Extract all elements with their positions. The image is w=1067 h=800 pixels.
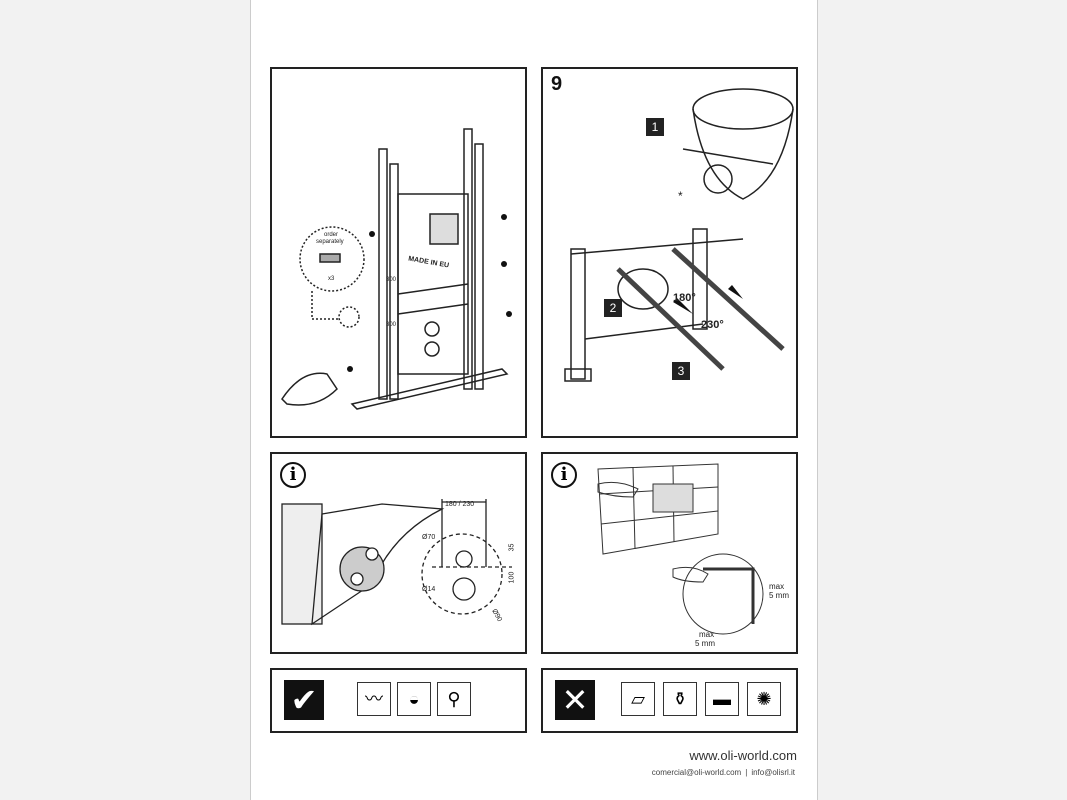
dim-lower: 300 xyxy=(386,322,397,328)
forbidden-cleaning-panel: ✕ ▱ ⚱ ▬ ✺ xyxy=(541,668,798,733)
soap-sponge-icon: ◒ xyxy=(397,682,431,716)
angle-230: 230° xyxy=(701,319,724,331)
info-tiles-panel: i max 5 mm max 5 mm xyxy=(541,452,798,654)
dim-100: 100 xyxy=(508,571,516,584)
tiles-illustration xyxy=(597,463,764,635)
info-icon: i xyxy=(551,462,577,488)
max-label-bottom: max xyxy=(699,630,715,639)
frame-install-illustration xyxy=(281,128,512,410)
callout-text-1: order xyxy=(324,232,339,238)
frame-install-panel: order separately x3 MADE IN EU 300 300 xyxy=(270,67,527,438)
max-value-top: 5 mm xyxy=(769,591,789,600)
email-commercial[interactable]: comercial@oli-world.com xyxy=(651,768,742,777)
dimensions-illustration xyxy=(281,499,512,626)
website-link[interactable]: www.oli-world.com xyxy=(689,748,797,763)
separator: | xyxy=(745,768,748,777)
wipe-cloth-icon: 〰 xyxy=(357,682,391,716)
callout-qty: x3 xyxy=(328,276,335,282)
water-tap-icon: ⚲ xyxy=(437,682,471,716)
info-dimensions-panel: i 180 / 230 Ø70 Ø14 Ø90 35 100 xyxy=(270,452,527,654)
email-info[interactable]: info@olisrl.it xyxy=(751,768,795,777)
angle-180: 180° xyxy=(673,292,696,304)
abrasive-paper-icon: ▱ xyxy=(621,682,655,716)
chemical-bottle-icon: ⚱ xyxy=(663,682,697,716)
cross-icon: ✕ xyxy=(555,680,595,720)
spacing-dim: 180 / 230 xyxy=(445,501,475,508)
star-note: * xyxy=(678,189,683,203)
diameter-14: Ø14 xyxy=(422,586,436,593)
dim-35: 35 xyxy=(508,543,516,552)
step-tag-3: 3 xyxy=(672,362,690,380)
contact-emails: comercial@oli-world.com|info@olisrl.it xyxy=(650,768,797,777)
step-tag-1: 1 xyxy=(646,118,664,136)
step-number: 9 xyxy=(551,73,563,95)
dim-upper: 300 xyxy=(386,277,397,283)
max-value-bottom: 5 mm xyxy=(695,639,715,648)
steel-wool-icon: ✺ xyxy=(747,682,781,716)
step-9-illustration xyxy=(564,88,794,382)
scouring-sponge-icon: ▬ xyxy=(705,682,739,716)
step-tag-2: 2 xyxy=(604,299,622,317)
allowed-cleaning-panel: ✔ 〰 ◒ ⚲ xyxy=(270,668,527,733)
manual-page: order separately x3 MADE IN EU 300 300 9… xyxy=(250,0,818,800)
info-icon: i xyxy=(280,462,306,488)
check-icon: ✔ xyxy=(284,680,324,720)
callout-text-2: separately xyxy=(316,239,344,245)
step-9-panel: 9 1 2 3 180° 230° * xyxy=(541,67,798,438)
diameter-70: Ø70 xyxy=(422,534,436,541)
max-label-top: max xyxy=(769,582,785,591)
